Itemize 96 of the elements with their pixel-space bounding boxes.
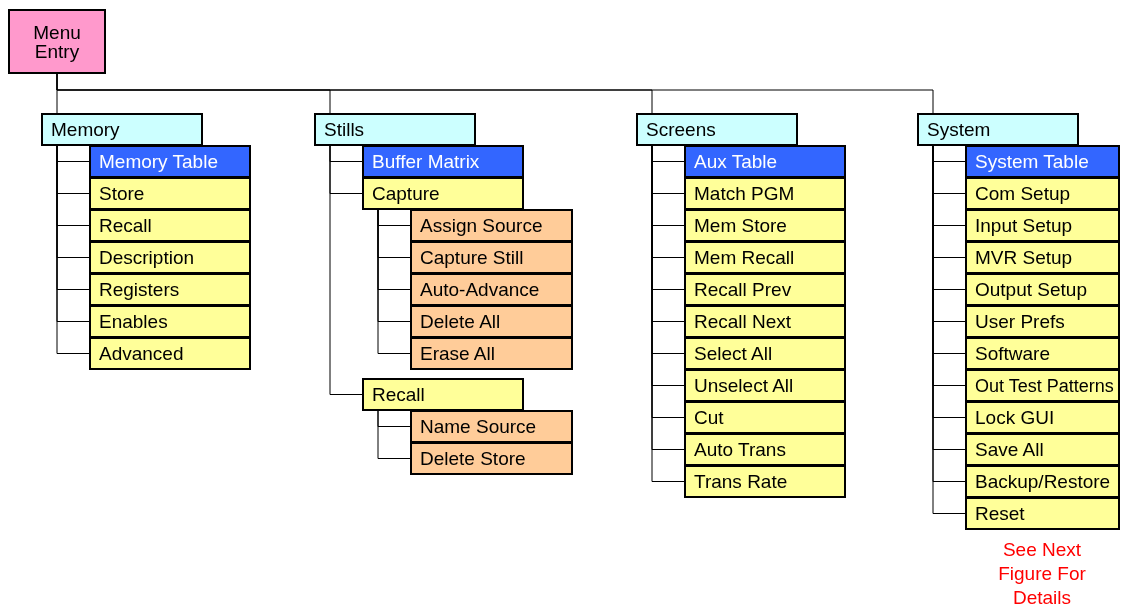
menu-item-box [965,433,1120,466]
menu-label: Name Source [419,417,537,436]
menu-label: Memory Table [98,152,218,171]
menu-item-box [965,337,1120,370]
menu-label: Input Setup [974,216,1073,235]
menu-label: Mem Recall [693,248,795,267]
submenu-item-box [410,410,573,443]
menu-item-box [965,209,1120,242]
menu-label: Recall Next [693,312,792,331]
note-text: See Next Figure For Details [997,538,1087,610]
menu-item-box [965,497,1120,530]
menu-item-box [684,273,846,306]
menu-label: MVR Setup [974,248,1073,267]
menu-item-box [965,241,1120,274]
menu-table-box [965,145,1120,178]
tree-connector [329,145,363,395]
menu-item-box [684,177,846,210]
submenu-item-box [410,241,573,274]
menu-label: Reset [974,504,1025,523]
menu-item-box [362,378,524,411]
menu-label: Buffer Matrix [371,152,480,171]
menu-label: Screens [645,120,716,139]
menu-item-box [89,305,251,338]
menu-category-box [314,113,476,146]
menu-label: Enables [98,312,168,331]
submenu-item-box [410,273,573,306]
menu-table-box [684,145,846,178]
menu-item-box [684,209,846,242]
submenu-item-box [410,442,573,475]
menu-category-box [41,113,203,146]
menu-item-box [89,177,251,210]
menu-label: Advanced [98,344,184,363]
menu-label: Out Test Patterns [974,376,1114,395]
menu-label: Menu Entry [32,22,82,61]
menu-item-box [965,465,1120,498]
menu-category-box [636,113,798,146]
menu-label: Cut [693,408,724,427]
submenu-item-box [410,337,573,370]
submenu-item-box [410,305,573,338]
menu-label: Trans Rate [693,472,788,491]
menu-label: Aux Table [693,152,778,171]
menu-label: Description [98,248,195,267]
menu-label: Lock GUI [974,408,1055,427]
menu-label: Match PGM [693,184,795,203]
menu-category-box [917,113,1079,146]
menu-label: Com Setup [974,184,1071,203]
menu-label: Save All [974,440,1044,459]
menu-label: Registers [98,280,180,299]
menu-label: Software [974,344,1050,363]
menu-label: Store [98,184,145,203]
menu-label: Delete Store [419,449,526,468]
menu-item-box [965,401,1120,434]
menu-label: Recall [371,385,425,404]
submenu-item-box [410,209,573,242]
menu-item-box [965,177,1120,210]
menu-item-box [89,209,251,242]
tree-connector [56,145,90,354]
menu-label: Output Setup [974,280,1087,299]
menu-label: Memory [50,120,120,139]
menu-label: User Prefs [974,312,1065,331]
menu-label: Delete All [419,312,501,331]
tree-connector [377,209,411,354]
menu-item-box [89,273,251,306]
menu-label: Backup/Restore [974,472,1111,491]
menu-label: Capture Still [419,248,524,267]
tree-connector [56,73,934,114]
menu-item-box [89,337,251,370]
menu-item-box [684,465,846,498]
menu-item-box [965,369,1120,402]
menu-label: Unselect All [693,376,794,395]
menu-table-box [89,145,251,178]
menu-item-box [362,177,524,210]
menu-table-box [362,145,524,178]
menu-label: System [926,120,991,139]
menu-item-box [89,241,251,274]
menu-item-box [965,273,1120,306]
menu-label: Recall [98,216,152,235]
menu-label: Auto-Advance [419,280,540,299]
tree-connector [377,410,411,459]
menu-item-box [965,305,1120,338]
menu-label: Assign Source [419,216,543,235]
menu-item-box [684,337,846,370]
menu-item-box [684,241,846,274]
menu-label: Erase All [419,344,495,363]
menu-label: Mem Store [693,216,787,235]
menu-item-box [684,401,846,434]
menu-label: Auto Trans [693,440,786,459]
menu-label: Capture [371,184,440,203]
menu-root-box [8,9,106,74]
menu-label: Stills [323,120,365,139]
menu-label: Recall Prev [693,280,792,299]
menu-label: System Table [974,152,1089,171]
menu-item-box [684,433,846,466]
menu-label: Select All [693,344,773,363]
menu-item-box [684,369,846,402]
menu-item-box [684,305,846,338]
